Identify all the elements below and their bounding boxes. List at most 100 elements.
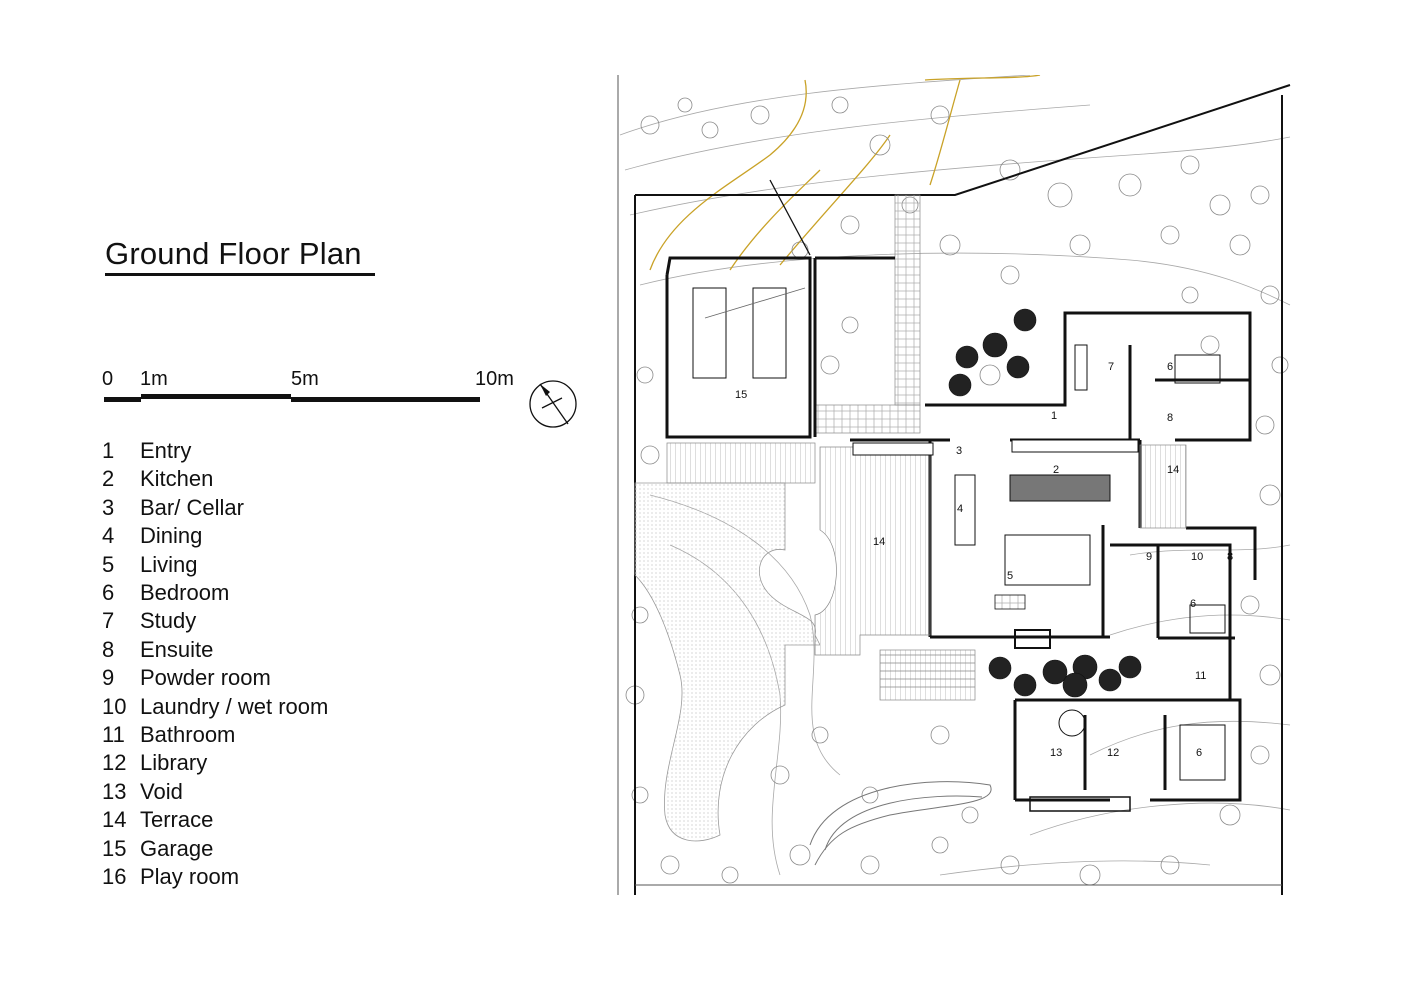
plan-label-living: 5 bbox=[1007, 570, 1013, 582]
legend-number: 5 bbox=[102, 551, 115, 577]
legend-label: Library bbox=[140, 750, 208, 776]
courtyard-walls bbox=[813, 256, 895, 437]
fireplace bbox=[1014, 629, 1051, 649]
plan-label-bar: 3 bbox=[956, 445, 962, 457]
dining-table bbox=[954, 474, 976, 546]
plan-label-bathroom: 11 bbox=[1195, 670, 1206, 682]
plan-label-laundry: 10 bbox=[1191, 551, 1203, 563]
legend-number: 12 bbox=[102, 750, 127, 776]
legend-item: 10 Laundry / wet room bbox=[102, 693, 328, 721]
legend-item: 14 Terrace bbox=[102, 806, 328, 834]
legend-number: 9 bbox=[102, 665, 115, 691]
legend-number: 11 bbox=[102, 722, 125, 748]
scale-label-10m: 10m bbox=[475, 368, 514, 390]
legend-label: Bedroom bbox=[140, 580, 230, 606]
legend-item: 12 Library bbox=[102, 749, 328, 777]
legend-label: Entry bbox=[140, 438, 192, 463]
legend-label: Terrace bbox=[140, 807, 214, 833]
legend-label: Study bbox=[140, 608, 197, 634]
scale-label-1m: 1m bbox=[140, 368, 168, 390]
legend-item: 15 Garage bbox=[102, 835, 328, 863]
legend-item: 9 Powder room bbox=[102, 664, 328, 692]
plan-label-bedroom-south: 6 bbox=[1196, 747, 1202, 759]
bed-south bbox=[1179, 724, 1226, 781]
plan-label-library: 12 bbox=[1107, 747, 1119, 759]
legend-number: 10 bbox=[102, 693, 127, 719]
scale-label-5m: 5m bbox=[291, 368, 319, 390]
legend-number: 14 bbox=[102, 807, 127, 833]
living-rug bbox=[994, 594, 1026, 610]
legend-label: Bar/ Cellar bbox=[140, 494, 244, 520]
curved-garden-path bbox=[809, 781, 992, 866]
legend-label: Kitchen bbox=[140, 466, 214, 492]
plan-label-dining: 4 bbox=[957, 503, 963, 515]
legend-item: 11 Bathroom bbox=[102, 721, 328, 749]
legend-number: 7 bbox=[102, 608, 115, 634]
legend-item: 7 Study bbox=[102, 607, 328, 635]
plan-label-garage: 15 bbox=[735, 389, 747, 401]
legend-item: 3 Bar/ Cellar bbox=[102, 494, 328, 522]
legend-number: 13 bbox=[102, 778, 127, 804]
drawing-title: Ground Floor Plan bbox=[105, 236, 362, 271]
feature-trees bbox=[948, 308, 1142, 698]
legend-number: 16 bbox=[102, 864, 127, 890]
garage bbox=[665, 256, 812, 439]
legend-label: Play room bbox=[140, 864, 240, 890]
living-sofa bbox=[1004, 534, 1091, 586]
garage-gate-line bbox=[769, 179, 811, 256]
legend-number: 4 bbox=[102, 523, 115, 549]
plan-label-ensuite-east: 8 bbox=[1227, 551, 1233, 563]
legend-label: Powder room bbox=[140, 665, 271, 691]
bed-north bbox=[1174, 354, 1221, 384]
legend-label: Dining bbox=[140, 523, 203, 549]
legend-number: 15 bbox=[102, 835, 127, 861]
plan-label-kitchen: 2 bbox=[1053, 464, 1059, 476]
plan-label-bedroom-mid: 6 bbox=[1190, 598, 1196, 610]
plan-label-entry: 1 bbox=[1051, 410, 1057, 422]
terrace-west-deck bbox=[814, 446, 931, 656]
paver-walkway bbox=[894, 194, 921, 406]
kitchen-island bbox=[1009, 474, 1111, 502]
kitchen-bench bbox=[1011, 439, 1139, 453]
plan-label-terrace-west: 14 bbox=[873, 536, 885, 548]
plan-label-void: 13 bbox=[1050, 747, 1062, 759]
legend-label: Void bbox=[140, 778, 183, 804]
paver-landing bbox=[814, 404, 921, 434]
legend-item: 2 Kitchen bbox=[102, 465, 328, 493]
legend-item: 6 Bedroom bbox=[102, 579, 328, 607]
legend-number: 2 bbox=[102, 466, 115, 492]
legend-item: 8 Ensuite bbox=[102, 636, 328, 664]
terrace-east bbox=[1139, 444, 1187, 529]
legend-label: Garage bbox=[140, 835, 214, 861]
legend-label: Ensuite bbox=[140, 636, 214, 662]
legend-number: 6 bbox=[102, 580, 115, 606]
legend-label: Bathroom bbox=[140, 722, 236, 748]
legend-number: 3 bbox=[102, 494, 115, 520]
legend-number: 1 bbox=[102, 438, 115, 463]
terrace-south bbox=[879, 649, 976, 701]
plan-label-bedroom-north: 6 bbox=[1167, 361, 1173, 373]
legend-item: 13 Void bbox=[102, 778, 328, 806]
north-arrow-icon bbox=[529, 380, 577, 428]
plan-label-study: 7 bbox=[1108, 361, 1114, 373]
bed-mid bbox=[1189, 604, 1226, 634]
legend-number: 8 bbox=[102, 636, 115, 662]
study-desk bbox=[1074, 344, 1088, 391]
plan-label-ensuite-north: 8 bbox=[1167, 412, 1173, 424]
legend-item: 5 Living bbox=[102, 551, 328, 579]
title-underline bbox=[105, 273, 375, 276]
lawn-area bbox=[634, 482, 821, 842]
front-steps bbox=[880, 654, 975, 688]
library-bench bbox=[1029, 796, 1131, 812]
legend-item: 4 Dining bbox=[102, 522, 328, 550]
legend-item: 1 Entry bbox=[102, 437, 328, 465]
plan-label-terrace-east: 14 bbox=[1167, 464, 1179, 476]
scale-bar bbox=[104, 394, 480, 402]
legend-label: Living bbox=[140, 551, 198, 577]
spiral-stair bbox=[1058, 709, 1086, 737]
floor-plan-drawing: 15 bbox=[617, 75, 1291, 895]
legend-label: Laundry / wet room bbox=[140, 693, 329, 719]
vegetation bbox=[625, 96, 1289, 886]
terrace-west bbox=[666, 442, 816, 484]
